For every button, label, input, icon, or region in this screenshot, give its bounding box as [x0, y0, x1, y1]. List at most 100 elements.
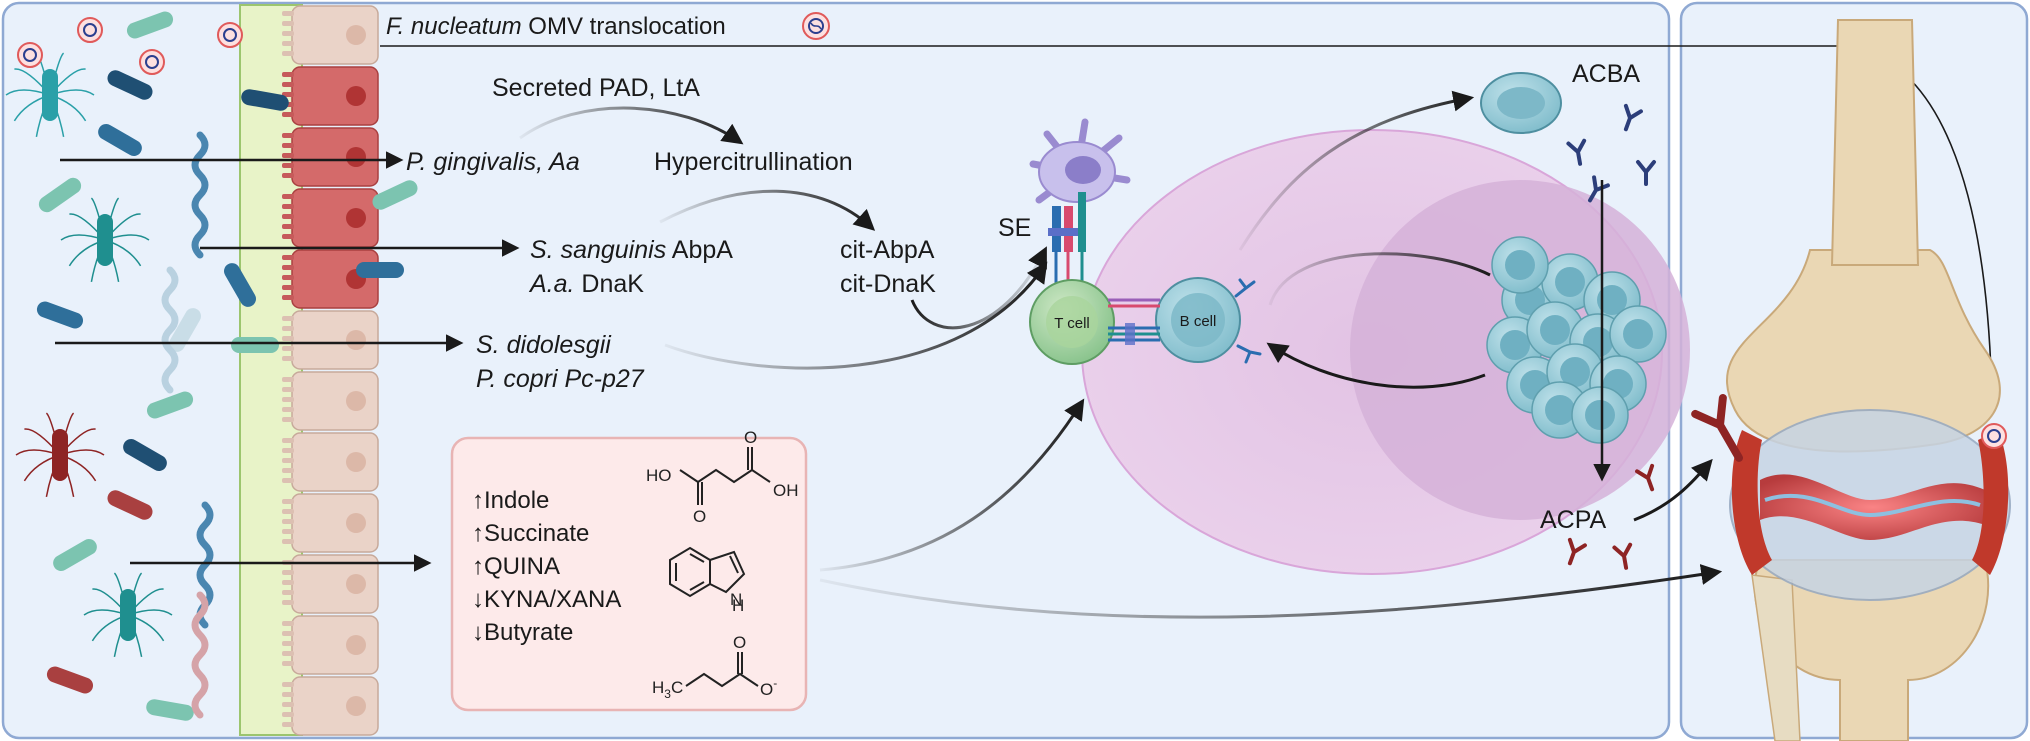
epithelial-cell: [282, 127, 379, 187]
gut-bacteria: [5, 11, 418, 721]
memory-b-cell: [1480, 72, 1562, 134]
bacterium-rod: [98, 124, 142, 156]
se-label: SE: [998, 214, 1031, 242]
bacterium-rod: [146, 391, 194, 419]
plasma-cell: [1609, 305, 1667, 363]
succinate-oh: OH: [773, 481, 799, 500]
acba-label: ACBA: [1572, 60, 1640, 88]
bacterium-rod: [107, 490, 153, 520]
bacterium-rod: [356, 262, 404, 278]
metabolite-name: KYNA/XANA: [484, 586, 621, 613]
epithelial-cell: [282, 371, 379, 431]
gut-epithelium: [239, 4, 379, 736]
acpa-to-joint-arrow: [1633, 458, 1713, 522]
pg-label: P. gingivalis, Aa: [406, 148, 580, 176]
flagellated-bacterium: [5, 52, 95, 137]
butyrate-o: O: [733, 633, 746, 652]
antibody-icon: [1612, 542, 1633, 570]
bacterium-rod: [38, 177, 82, 213]
joint-acpa-antibody: [1691, 393, 1743, 462]
metabolite-direction: ↑: [472, 520, 484, 547]
epithelial-cell: [282, 554, 379, 614]
flagellated-bacterium: [60, 197, 150, 282]
metabolite-item: ↑Succinate: [472, 520, 589, 547]
bacterium-rod: [224, 263, 256, 307]
metabolite-name: Indole: [484, 487, 549, 514]
dendritic-cell: [1029, 118, 1131, 204]
omv-translocation: F. nucleatum OMV translocation: [380, 12, 1996, 417]
epithelial-cell: [282, 5, 379, 65]
antibody-icon: [1636, 160, 1656, 186]
metabolite-direction: ↓: [472, 619, 484, 646]
cluster-to-bcell-arrow: [1266, 342, 1486, 389]
t-b-synapse: [1108, 298, 1160, 345]
epithelial-cell: [282, 249, 379, 309]
node-to-memory-bcell-arrow: [1238, 90, 1475, 251]
succinate-o1: O: [693, 507, 706, 526]
b-cell: [1155, 277, 1241, 363]
bacterium-rod: [126, 11, 174, 39]
metabolite-item: ↑Indole: [472, 487, 549, 514]
epithelial-cell: [282, 432, 379, 492]
metabolite-to-joint-arrow: [819, 564, 1723, 619]
hypercitrullination-label: Hypercitrullination: [654, 148, 853, 176]
omv-vesicle-icon: [217, 22, 243, 48]
epithelial-cell: [282, 66, 379, 126]
t-cell-label: T cell: [1054, 315, 1090, 332]
bacterium-rod: [231, 337, 279, 353]
metabolite-direction: ↑: [472, 487, 484, 514]
omv-vesicle-icon: [802, 12, 830, 40]
cit-arrow: [659, 189, 876, 231]
antibody-icon: [1623, 103, 1643, 132]
metabolite-direction: ↑: [472, 553, 484, 580]
spirochete: [191, 131, 209, 259]
bacterium-rod: [372, 180, 418, 210]
metabolite-name: Butyrate: [484, 619, 573, 646]
metabolite-item: ↓Butyrate: [472, 619, 573, 646]
t-cell: [1029, 279, 1115, 365]
antibody-icon: [1566, 138, 1587, 166]
plasma-cell: [1571, 386, 1629, 444]
indole-structure: [669, 546, 746, 598]
epithelial-cell: [282, 310, 379, 370]
bacterium-rod: [36, 301, 84, 329]
spirochete: [161, 266, 179, 394]
omv-vesicle-icon: [139, 49, 165, 75]
metabolite-box: ↑Indole↑Succinate↑QUINA↓KYNA/XANA↓Butyra…: [450, 428, 808, 712]
bcell-to-cluster-arc: [1268, 252, 1491, 306]
secreted-arrow: [519, 106, 744, 145]
succinate-o2: O: [744, 428, 757, 447]
epithelial-cell: [282, 615, 379, 675]
metabolite-item: ↑QUINA: [472, 553, 560, 580]
flagellated-bacterium: [15, 412, 105, 497]
succinate-structure: [679, 447, 771, 505]
metabolite-name: Succinate: [484, 520, 589, 547]
metabolite-direction: ↓: [472, 586, 484, 613]
butyrate-h3c: H3C: [652, 678, 683, 701]
butyrate-structure: [685, 652, 759, 688]
epithelial-cell: [282, 493, 379, 553]
antibody-icon: [1635, 463, 1655, 492]
omv-vesicle-icon: [77, 17, 103, 43]
metabolite-to-node-arrow: [819, 398, 1085, 572]
b-cell-receptors: [1234, 278, 1262, 364]
sd-to-tcell-arrow: [664, 261, 1048, 370]
antibodies-acba: [1566, 103, 1656, 203]
sd-label: S. didolesgii: [476, 331, 612, 359]
acpa-label: ACPA: [1540, 506, 1607, 534]
cit-abpa-label: cit-AbpA: [840, 236, 935, 264]
bacterium-rod: [46, 666, 94, 694]
bacterium-rod: [241, 89, 289, 111]
aa-label: A.a. DnaK: [528, 270, 644, 298]
bacterium-rod: [107, 70, 153, 100]
omv-translocation-label: F. nucleatum OMV translocation: [386, 13, 726, 40]
butyrate-ominus: O-: [760, 676, 777, 699]
indole-n: N: [730, 590, 742, 609]
secreted-label: Secreted PAD, LtA: [492, 74, 700, 102]
flagellated-bacterium: [83, 572, 173, 657]
epithelial-cell: [282, 676, 379, 736]
plasma-cell-cluster: [1486, 236, 1667, 444]
bacterium-rod: [123, 439, 167, 471]
antibodies-acpa: [1567, 463, 1655, 570]
